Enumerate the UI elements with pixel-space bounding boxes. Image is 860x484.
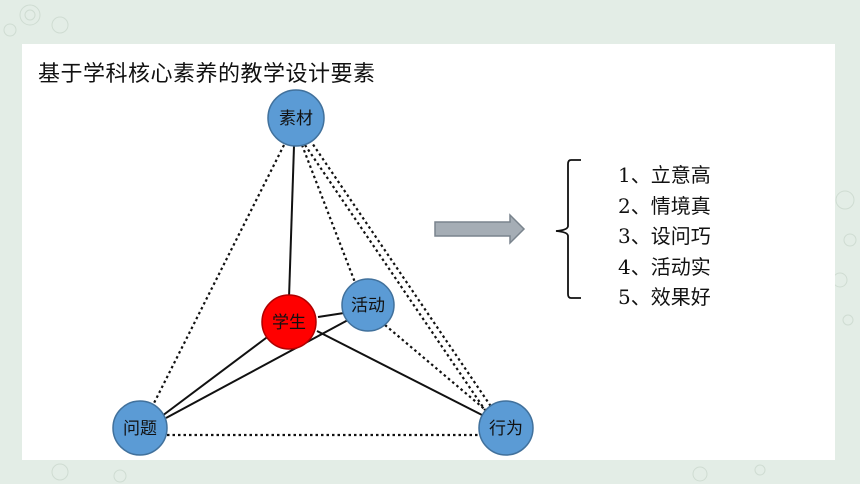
edge-material-behavior-inner — [304, 144, 486, 411]
node-material: 素材 — [267, 89, 325, 147]
edge-student-behavior — [316, 330, 485, 417]
list-item: 3、设问巧 — [618, 224, 711, 248]
slide-panel — [22, 44, 835, 460]
node-student: 学生 — [261, 294, 317, 350]
element-list: 1、立意高 2、情境真 3、设问巧 4、活动实 5、效果好 — [618, 160, 711, 313]
node-behavior-label: 行为 — [489, 419, 523, 439]
edge-material-question — [147, 144, 285, 416]
node-question: 问题 — [112, 400, 168, 456]
edge-activity-behavior — [384, 324, 489, 413]
right-arrow — [434, 213, 526, 245]
node-behavior: 行为 — [478, 400, 534, 456]
edge-student-activity — [317, 312, 345, 318]
edge-material-activity — [300, 144, 358, 286]
slide-title: 基于学科核心素养的教学设计要素 — [38, 62, 376, 87]
edge-student-material — [288, 145, 295, 299]
edge-material-behavior-outer — [309, 139, 493, 409]
list-item: 4、活动实 — [618, 254, 711, 279]
node-material-label: 素材 — [279, 109, 313, 129]
list-item: 2、情境真 — [618, 193, 711, 218]
node-student-label: 学生 — [272, 313, 306, 333]
node-activity-label: 活动 — [351, 296, 385, 316]
list-item: 1、立意高 — [618, 163, 711, 187]
edge-student-question — [161, 334, 271, 417]
node-activity: 活动 — [341, 278, 395, 332]
left-brace — [555, 159, 581, 299]
edge-activity-question — [165, 319, 349, 419]
list-item: 5、效果好 — [618, 285, 711, 309]
node-question-label: 问题 — [123, 419, 157, 439]
